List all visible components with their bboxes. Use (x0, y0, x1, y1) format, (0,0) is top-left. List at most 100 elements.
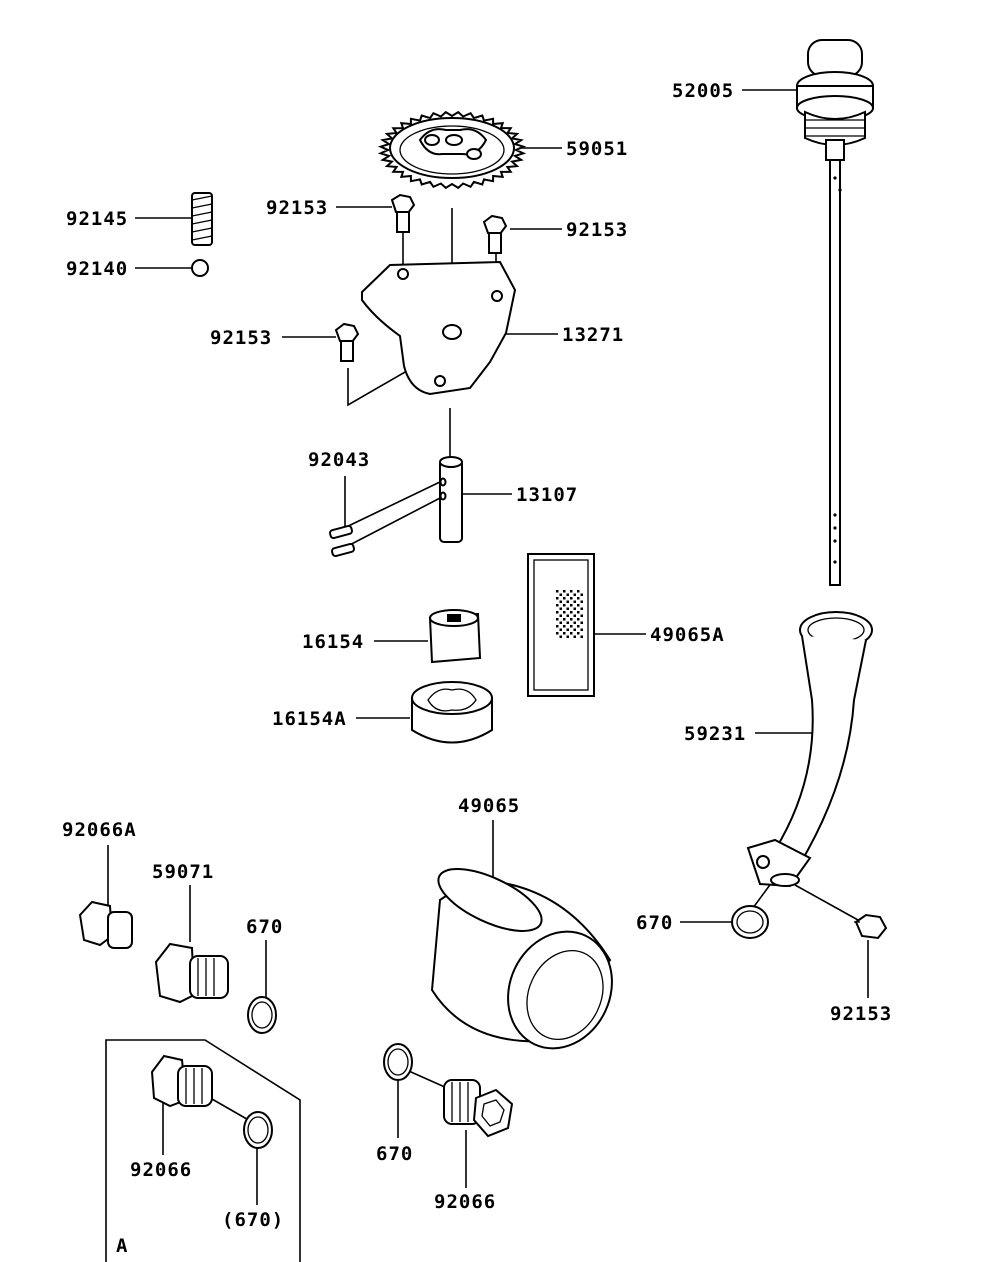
label-92066-inset: 92066 (130, 1159, 192, 1181)
pin-part-2 (331, 542, 355, 558)
mesh-cell (566, 600, 569, 603)
mesh-cell (580, 621, 583, 624)
label-92153-top: 92153 (266, 197, 328, 219)
label-16154A: 16154A (272, 708, 347, 730)
mesh-cell (570, 611, 573, 614)
label-inset-a: A (116, 1235, 128, 1257)
mesh-cell (573, 600, 576, 603)
mesh-cell (570, 625, 573, 628)
mesh-cell (559, 635, 562, 638)
mesh-cell (556, 618, 559, 621)
mesh-cell (559, 593, 562, 596)
bolt-part-1 (390, 193, 416, 233)
mesh-cell (573, 635, 576, 638)
mesh-cell (556, 590, 559, 593)
outer-rotor-part (411, 681, 493, 744)
bolt-part-2 (482, 214, 508, 254)
dipstick-part (796, 39, 874, 586)
mesh-cell (556, 611, 559, 614)
mesh-cell (566, 628, 569, 631)
label-92153-left: 92153 (210, 327, 272, 349)
mesh-cell (570, 590, 573, 593)
label-670-paren: (670) (222, 1209, 284, 1231)
label-670-bottom: 670 (376, 1143, 413, 1165)
mesh-cell (580, 600, 583, 603)
pin-part-1 (329, 524, 353, 540)
bolt-part-3 (334, 322, 360, 362)
label-49065A: 49065A (650, 624, 725, 646)
mesh-cell (566, 614, 569, 617)
label-92153-bottom: 92153 (830, 1003, 892, 1025)
mesh-cell (559, 614, 562, 617)
mesh-cell (577, 597, 580, 600)
mesh-cell (577, 625, 580, 628)
mesh-cell (570, 604, 573, 607)
mesh-cell (556, 625, 559, 628)
label-92140: 92140 (66, 258, 128, 280)
bolt-part-4 (854, 913, 888, 940)
label-13271: 13271 (562, 324, 624, 346)
mesh-cell (577, 604, 580, 607)
label-670-right: 670 (636, 912, 673, 934)
mesh-cell (570, 618, 573, 621)
mesh-cell (563, 597, 566, 600)
label-92066-bottom: 92066 (434, 1191, 496, 1213)
drain-plug-part-1 (150, 1054, 213, 1108)
mesh-cell (563, 618, 566, 621)
part-labels: 52005 59051 92145 92140 92153 92153 9215… (62, 80, 892, 1257)
mesh-cell (580, 635, 583, 638)
mesh-cell (577, 590, 580, 593)
mesh-cell (556, 604, 559, 607)
mesh-cell (570, 632, 573, 635)
mesh-cell (559, 621, 562, 624)
fitting-part (154, 942, 229, 1004)
mesh-cell (577, 632, 580, 635)
mesh-cell (577, 618, 580, 621)
mesh-cell (573, 628, 576, 631)
label-92066A: 92066A (62, 819, 137, 841)
mesh-cell (563, 604, 566, 607)
mesh-cell (566, 593, 569, 596)
filler-tube-part (746, 611, 873, 888)
label-92153-right: 92153 (566, 219, 628, 241)
mesh-cell (570, 597, 573, 600)
shaft-part (439, 456, 463, 543)
mesh-cell (580, 628, 583, 631)
mesh-cell (563, 611, 566, 614)
mesh-cell (580, 593, 583, 596)
mesh-cell (573, 614, 576, 617)
screen-part (527, 553, 595, 697)
label-52005: 52005 (672, 80, 734, 102)
inner-rotor-part (428, 609, 482, 664)
mesh-cell (563, 632, 566, 635)
plate-part (361, 260, 517, 396)
label-16154: 16154 (302, 631, 364, 653)
mesh-cell (573, 621, 576, 624)
label-59231: 59231 (684, 723, 746, 745)
label-13107: 13107 (516, 484, 578, 506)
label-92043: 92043 (308, 449, 370, 471)
mesh-cell (559, 607, 562, 610)
plug-part-92066a (78, 900, 133, 949)
oil-filter-part (430, 868, 613, 1050)
label-49065: 49065 (458, 795, 520, 817)
mesh-cell (580, 607, 583, 610)
drain-plug-part-2 (443, 1079, 514, 1138)
label-59051: 59051 (566, 138, 628, 160)
spring-part (191, 192, 213, 246)
mesh-cell (566, 607, 569, 610)
label-670-left: 670 (246, 916, 283, 938)
mesh-cell (556, 597, 559, 600)
gear-part (377, 110, 527, 190)
mesh-cell (580, 614, 583, 617)
mesh-cell (573, 593, 576, 596)
mesh-cell (563, 590, 566, 593)
mesh-cell (566, 621, 569, 624)
mesh-cell (573, 607, 576, 610)
ball-part (191, 259, 209, 277)
mesh-cell (577, 611, 580, 614)
mesh-cell (563, 625, 566, 628)
mesh-cell (559, 600, 562, 603)
